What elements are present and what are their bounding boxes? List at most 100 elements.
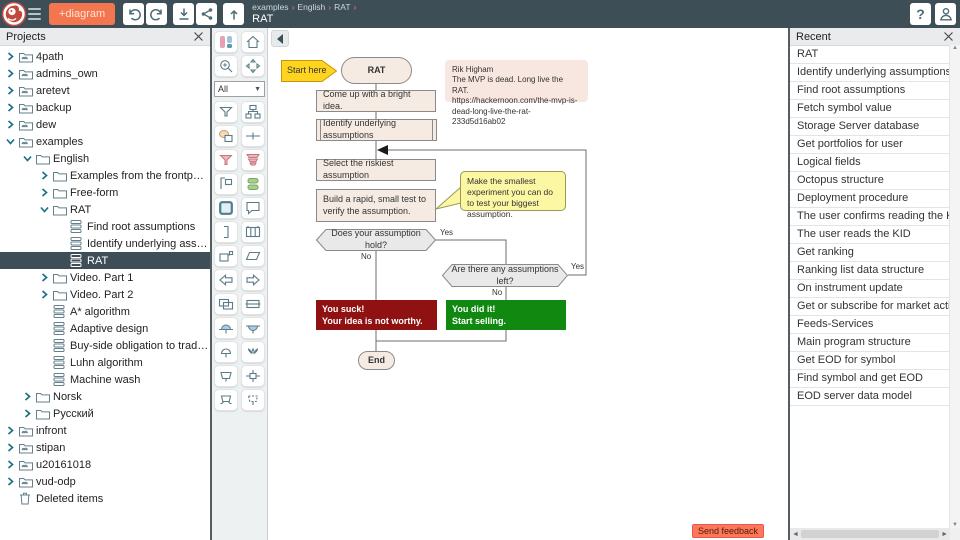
chevron-right-icon[interactable] (6, 443, 19, 452)
recent-item[interactable]: Get EOD for symbol (790, 352, 950, 370)
shape-line-bar[interactable] (241, 125, 265, 147)
chevron-right-icon[interactable] (6, 103, 19, 112)
chevron-right-icon[interactable] (6, 52, 19, 61)
recent-item[interactable]: Identify underlying assumptions (790, 64, 950, 82)
shape-ellipse-rect[interactable] (214, 125, 238, 147)
shape-flag-rect[interactable] (214, 245, 238, 267)
project-tree-item[interactable]: aretevt (0, 82, 210, 99)
project-tree-item[interactable]: Deleted items (0, 490, 210, 507)
project-tree-item[interactable]: stipan (0, 439, 210, 456)
project-tree-item[interactable]: infront (0, 422, 210, 439)
shape-overlap-rects[interactable] (214, 293, 238, 315)
recent-item[interactable]: Ranking list data structure (790, 262, 950, 280)
recent-item[interactable]: Get ranking (790, 244, 950, 262)
project-tree-item[interactable]: 4path (0, 48, 210, 65)
close-icon[interactable] (193, 31, 204, 42)
download-button[interactable] (173, 3, 195, 25)
shape-cross-rect[interactable] (241, 365, 265, 387)
recent-item[interactable]: Storage Server database (790, 118, 950, 136)
send-feedback-button[interactable]: Send feedback (691, 524, 764, 538)
chevron-right-icon[interactable] (23, 409, 36, 418)
node-p4[interactable]: Build a rapid, small test to verify the … (316, 189, 436, 222)
project-tree-item[interactable]: admins_own (0, 65, 210, 82)
recent-item[interactable]: The user reads the KID (790, 226, 950, 244)
shape-rect-divided[interactable] (241, 293, 265, 315)
redo-button[interactable] (146, 3, 168, 25)
project-tree-item[interactable]: Русский (0, 405, 210, 422)
shape-stack-green[interactable] (241, 173, 265, 195)
shape-funnel[interactable] (214, 101, 238, 123)
home-icon[interactable] (241, 31, 265, 53)
chevron-right-icon[interactable] (6, 477, 19, 486)
recent-item[interactable]: RAT (790, 46, 950, 64)
recent-item[interactable]: Get or subscribe for market activity (790, 298, 950, 316)
project-tree-item[interactable]: Video. Part 2 (0, 286, 210, 303)
project-tree-item[interactable]: u20161018 (0, 456, 210, 473)
node-rat[interactable]: RAT (341, 57, 412, 84)
node-p1[interactable]: Come up with a bright idea. (316, 89, 436, 112)
hamburger-menu-icon[interactable] (28, 0, 46, 28)
recent-item[interactable]: EOD server data model (790, 388, 950, 406)
chevron-right-icon[interactable] (40, 290, 53, 299)
chevron-right-icon[interactable] (40, 188, 53, 197)
recent-item[interactable]: The user confirms reading the KID (790, 208, 950, 226)
project-tree-item[interactable]: Machine wash (0, 371, 210, 388)
project-tree-item[interactable]: Luhn algorithm (0, 354, 210, 371)
shape-cup-legs[interactable] (214, 389, 238, 411)
node-success[interactable]: You did it! Start selling. (446, 300, 566, 330)
recent-vertical-scrollbar[interactable]: ▲▼ (949, 45, 960, 528)
upload-button[interactable] (223, 3, 245, 25)
breadcrumb-item[interactable]: English (297, 2, 334, 12)
project-tree-item[interactable]: A* algorithm (0, 303, 210, 320)
shape-table[interactable] (241, 221, 265, 243)
shape-funnel-stack-red[interactable] (241, 149, 265, 171)
node-p2[interactable]: Identify underlying assumptions (316, 118, 437, 141)
chevron-down-icon[interactable] (40, 205, 53, 214)
breadcrumb-item[interactable]: examples (252, 2, 297, 12)
shape-parallelogram[interactable] (241, 245, 265, 267)
shape-bracket[interactable] (214, 221, 238, 243)
palette-filter-select[interactable]: All▼ (214, 81, 265, 97)
shape-cup[interactable] (214, 365, 238, 387)
node-start[interactable]: Start here (281, 60, 337, 82)
recent-item[interactable]: Find symbol and get EOD (790, 370, 950, 388)
undo-button[interactable] (123, 3, 145, 25)
recent-item[interactable]: Get portfolios for user (790, 136, 950, 154)
recent-item[interactable]: On instrument update (790, 280, 950, 298)
chevron-right-icon[interactable] (40, 171, 53, 180)
project-tree-item[interactable]: dew (0, 116, 210, 133)
shape-bowl-blue[interactable] (241, 317, 265, 339)
shape-callout[interactable] (241, 197, 265, 219)
chevron-right-icon[interactable] (40, 273, 53, 282)
shape-orgchart[interactable] (241, 101, 265, 123)
node-d1[interactable]: Does your assumption hold? (316, 228, 436, 251)
node-note[interactable]: Rik Higham The MVP is dead. Long live th… (445, 60, 588, 126)
chevron-right-icon[interactable] (23, 392, 36, 401)
project-tree-item-selected[interactable]: RAT (0, 252, 210, 269)
node-fail[interactable]: You suck! Your idea is not worthy. (316, 300, 437, 330)
chevron-down-icon[interactable] (23, 154, 36, 163)
project-tree-item[interactable]: Identify underlying assumptions (0, 235, 210, 252)
breadcrumb-item[interactable]: RAT (334, 2, 359, 12)
shape-dome-blue[interactable] (214, 317, 238, 339)
shape-arrow-left[interactable] (214, 269, 238, 291)
shape-cup-dashed[interactable] (241, 389, 265, 411)
chevron-right-icon[interactable] (6, 69, 19, 78)
chevron-right-icon[interactable] (6, 460, 19, 469)
project-tree-item[interactable]: English (0, 150, 210, 167)
collapse-left-panel-icon[interactable] (271, 30, 289, 47)
recent-item[interactable]: Main program structure (790, 334, 950, 352)
node-d2[interactable]: Are there any assumptions left? (442, 264, 568, 287)
shapes-library-icon[interactable] (214, 31, 238, 53)
shape-bowl-w[interactable] (241, 341, 265, 363)
recent-item[interactable]: Octopus structure (790, 172, 950, 190)
project-tree-item[interactable]: vud-odp (0, 473, 210, 490)
chevron-right-icon[interactable] (6, 120, 19, 129)
add-diagram-button[interactable]: +diagram (49, 3, 116, 25)
shape-dome-outline[interactable] (214, 341, 238, 363)
account-button[interactable] (935, 3, 956, 25)
recent-item[interactable]: Deployment procedure (790, 190, 950, 208)
shape-funnel-red[interactable] (214, 149, 238, 171)
shape-arrow-right[interactable] (241, 269, 265, 291)
